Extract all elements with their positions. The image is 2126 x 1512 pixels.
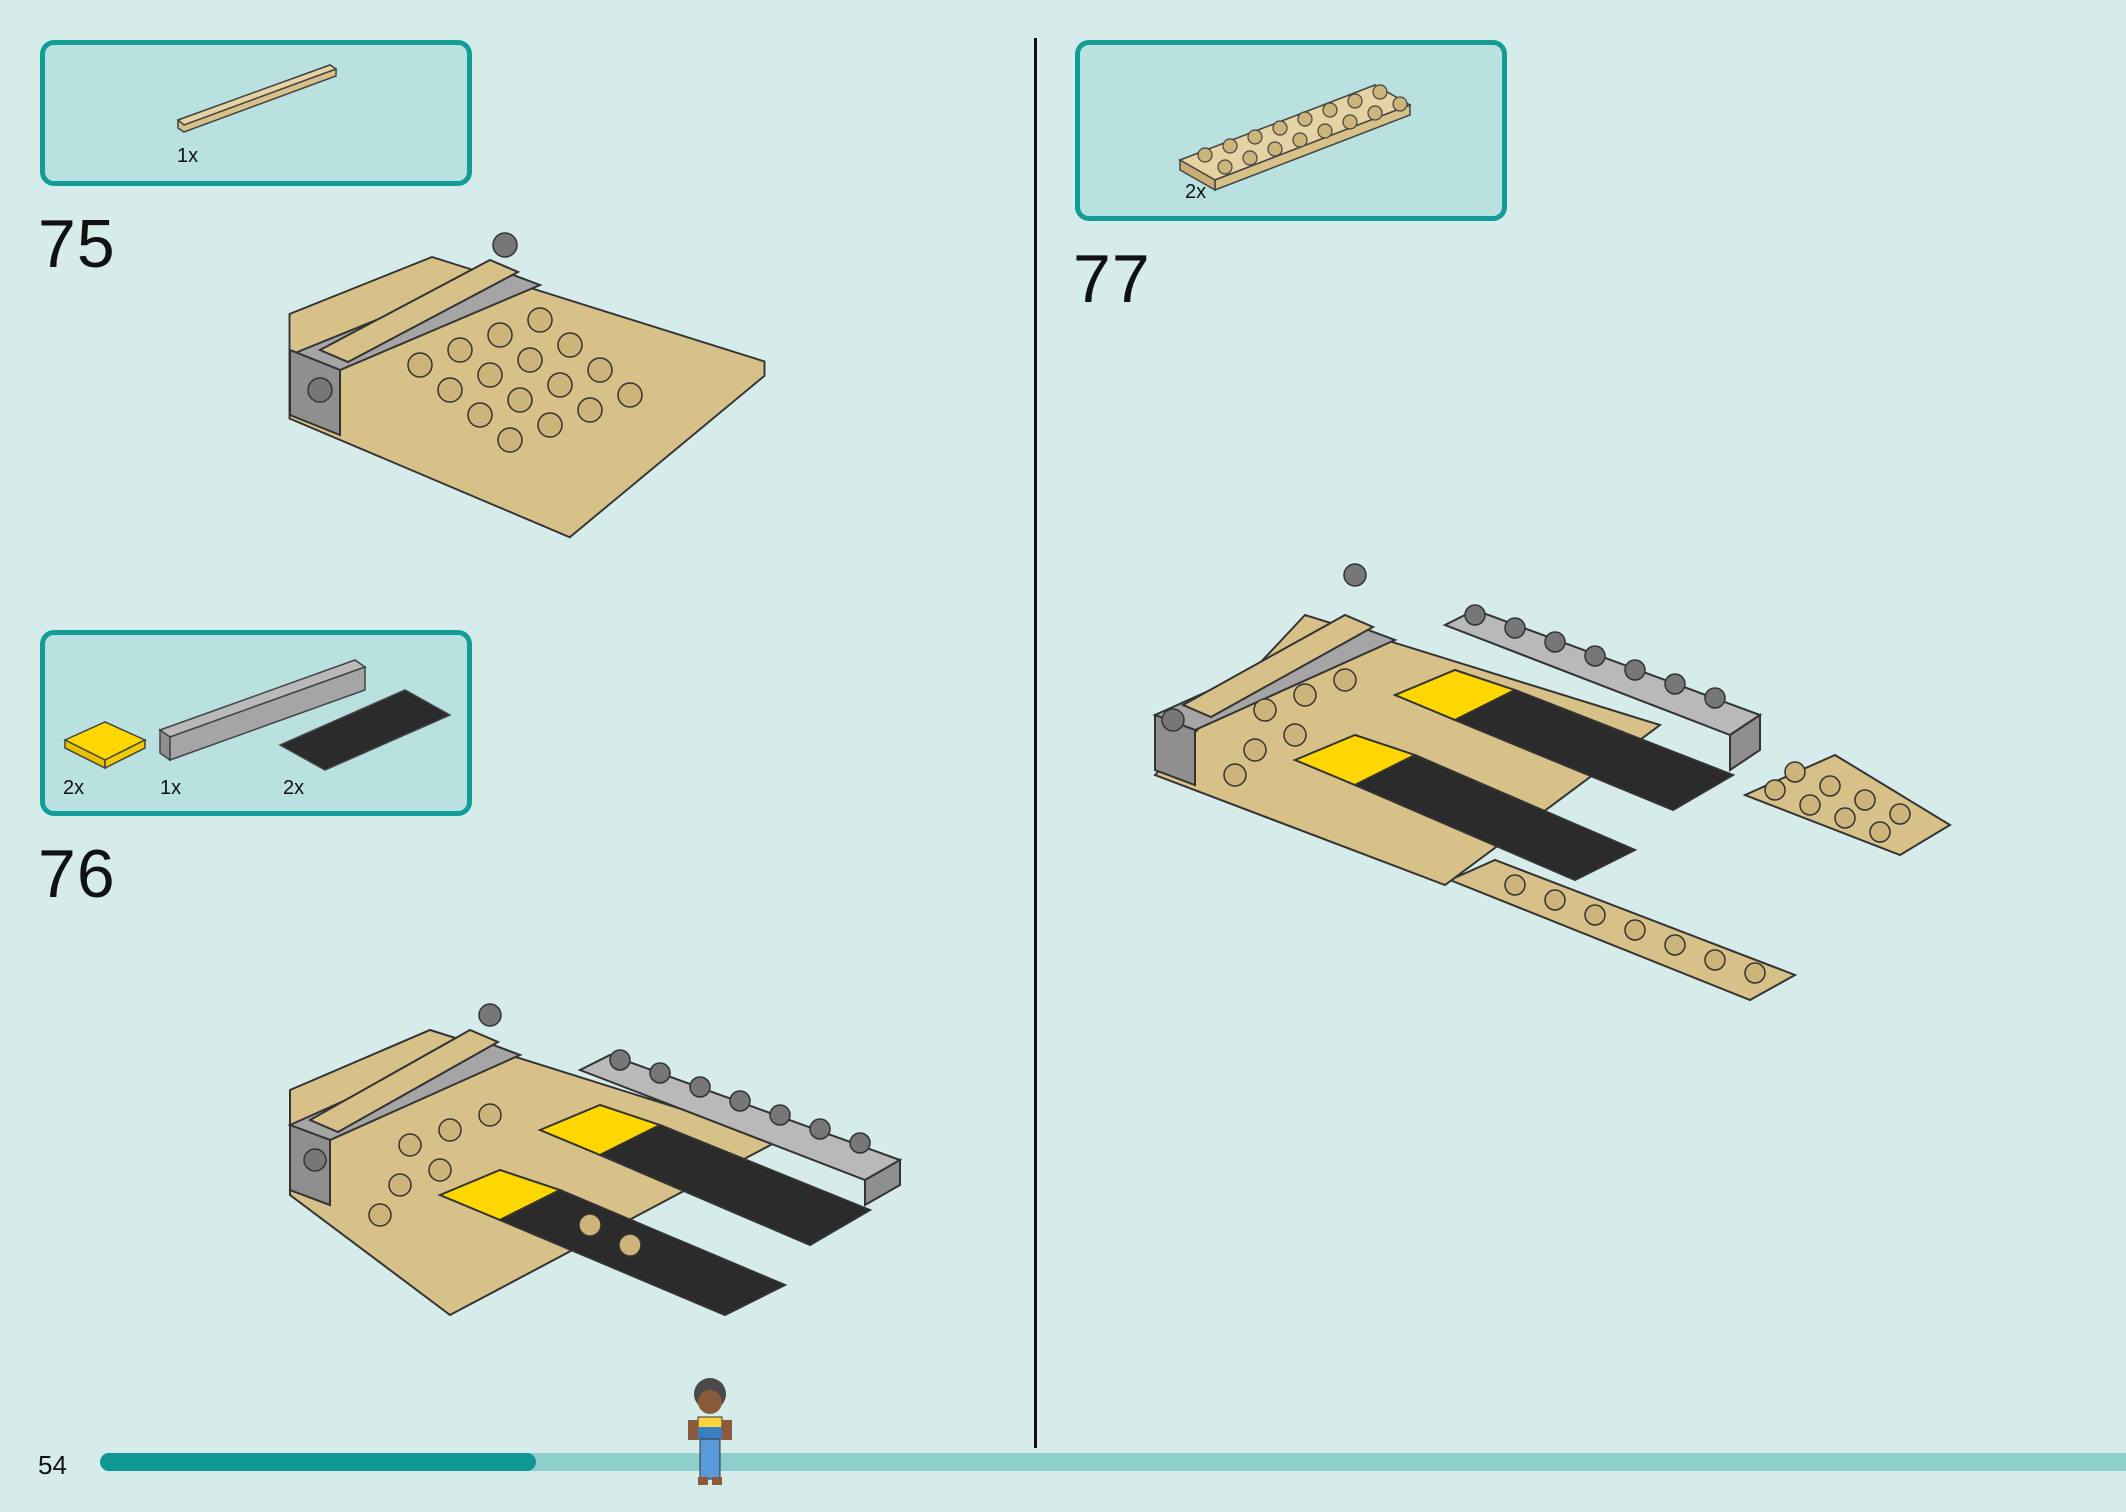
tan-plate-2x8-icon (1178, 84, 1412, 192)
progress-bar (100, 1453, 2126, 1471)
step-77-number: 77 (1073, 241, 1151, 317)
tan-tile (307, 1028, 501, 1134)
step-75-model-illustration (288, 232, 766, 539)
tan-tile-1x8-icon (176, 64, 338, 133)
step-75-parts-box: 1x (40, 40, 472, 186)
step-76-part-2-qty: 1x (160, 777, 182, 799)
black-tile-lower (497, 1188, 788, 1317)
step-76-part-3-qty: 2x (283, 777, 305, 799)
step-76-model-illustration (287, 1003, 903, 1317)
gray-brick-1x8-icon (158, 659, 367, 762)
step-77-part-1-qty: 2x (1185, 181, 1207, 203)
black-tile-2x6-icon (278, 689, 452, 771)
step-75-part-1-qty: 1x (177, 145, 199, 167)
step-76-parts-box: 2x 1x 2x (40, 630, 472, 816)
tan-tile (1180, 613, 1376, 719)
black-tile-lower (1352, 753, 1638, 882)
column-divider (1034, 38, 1037, 1448)
step-77-model-illustration (1152, 563, 1952, 1002)
tan-tile (317, 258, 521, 364)
step-76-number: 76 (38, 836, 116, 912)
step-77-parts-box: 2x (1075, 40, 1507, 221)
minifigure-icon (688, 1378, 732, 1485)
step-75-number: 75 (38, 206, 116, 282)
black-tile-upper (597, 1123, 873, 1247)
step-76-part-1-qty: 2x (63, 777, 85, 799)
progress-bar-fill (100, 1453, 536, 1471)
black-tile-upper (1452, 688, 1736, 812)
page-number: 54 (38, 1450, 67, 1480)
tan-plate-lower (1447, 858, 1798, 1002)
tan-plate-right (1742, 753, 1952, 857)
yellow-tile-2x2-icon (63, 721, 147, 770)
